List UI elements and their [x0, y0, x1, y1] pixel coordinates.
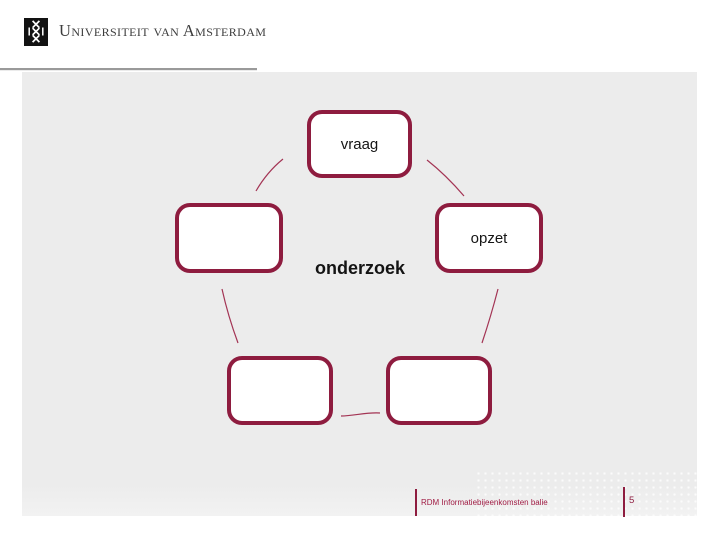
diagram-node-vraag: vraag [307, 110, 412, 178]
node-label: opzet [470, 229, 508, 247]
footer-divider-right [623, 487, 625, 517]
dot-pattern-decoration [475, 470, 697, 516]
uva-logo [24, 18, 48, 46]
university-wordmark: Universiteit van Amsterdam [59, 21, 267, 40]
footer-title: RDM Informatiebijeenkomsten balie [421, 498, 548, 507]
diagram-node-empty-bottom-left [227, 356, 333, 425]
diagram-center-label: onderzoek [314, 258, 406, 278]
diagram-node-opzet: opzet [435, 203, 543, 273]
uva-crest-icon [24, 18, 48, 46]
footer-divider-left [415, 489, 417, 516]
diagram-node-empty-left [175, 203, 283, 273]
diagram-node-empty-bottom-right [386, 356, 492, 425]
header-divider [0, 68, 257, 70]
node-label: vraag [340, 135, 379, 153]
slide-page-number: 5 [629, 495, 635, 506]
